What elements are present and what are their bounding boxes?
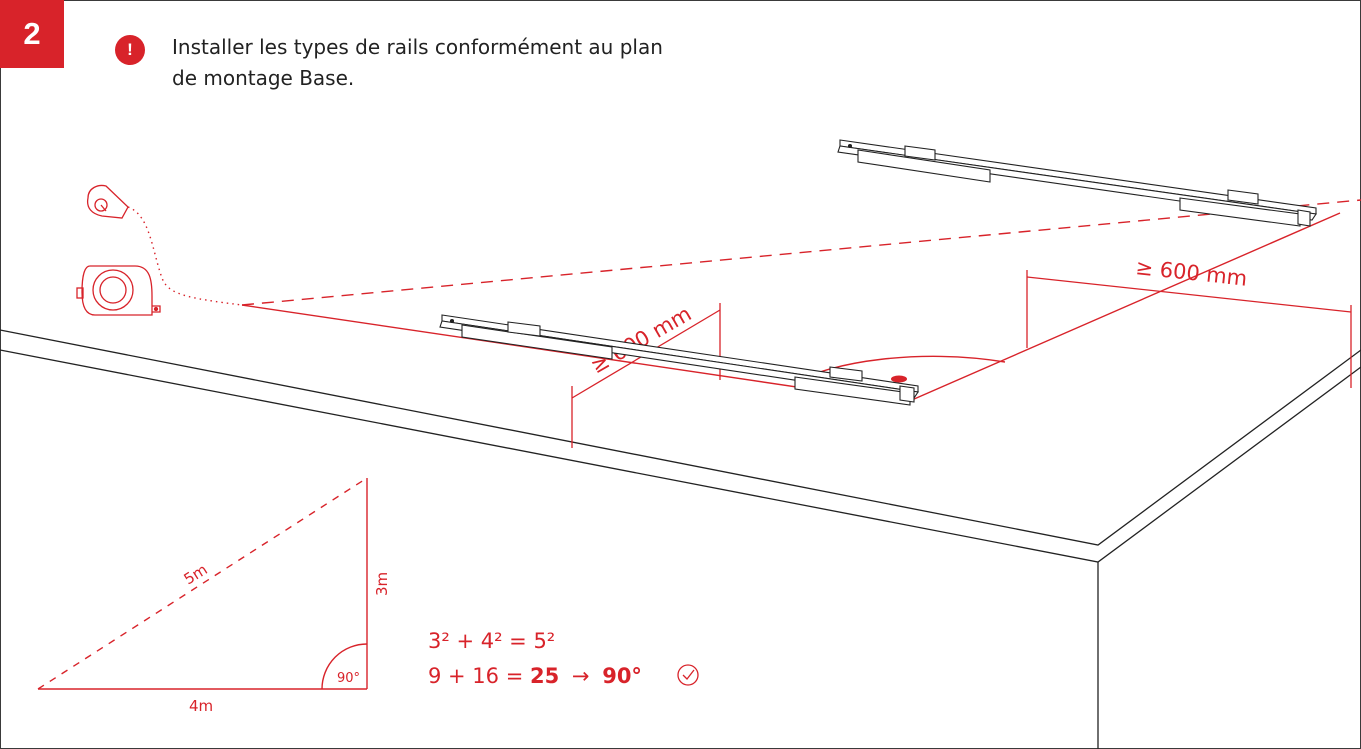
equation-line-2-prefix: 9 + 16 = <box>428 664 530 688</box>
instruction-text: Installer les types de rails conformémen… <box>172 32 792 94</box>
equation-result: 25 <box>530 664 559 688</box>
triangle-base-label: 4m <box>189 697 213 715</box>
triangle-hypotenuse-label: 5m <box>181 560 211 588</box>
equation-arrow: → <box>572 664 590 688</box>
roof-outline <box>0 329 1361 749</box>
rail-far <box>837 139 1317 227</box>
right-triangle <box>37 477 368 690</box>
triangle-vertical-label: 3m <box>373 572 391 596</box>
check-circle-icon <box>677 664 699 686</box>
corner-marker <box>891 375 907 383</box>
step-number-badge: 2 <box>0 0 64 68</box>
diagonal-dashed-line <box>241 199 1361 306</box>
tape-measure-icon <box>76 184 161 316</box>
tape-dotted-line <box>127 206 243 306</box>
equation-angle: 90° <box>602 664 642 688</box>
rail-near <box>439 314 919 406</box>
triangle-angle-label: 90° <box>337 671 360 686</box>
instruction-line-1: Installer les types de rails conformémen… <box>172 35 663 59</box>
instruction-line-2: de montage Base. <box>172 66 355 90</box>
dimension-right <box>1026 270 1352 388</box>
equation-line-1: 3² + 4² = 5² <box>428 629 555 653</box>
warning-icon: ! <box>115 35 145 65</box>
equation-line-2: 9 + 16 = 25 → 90° <box>428 664 642 688</box>
